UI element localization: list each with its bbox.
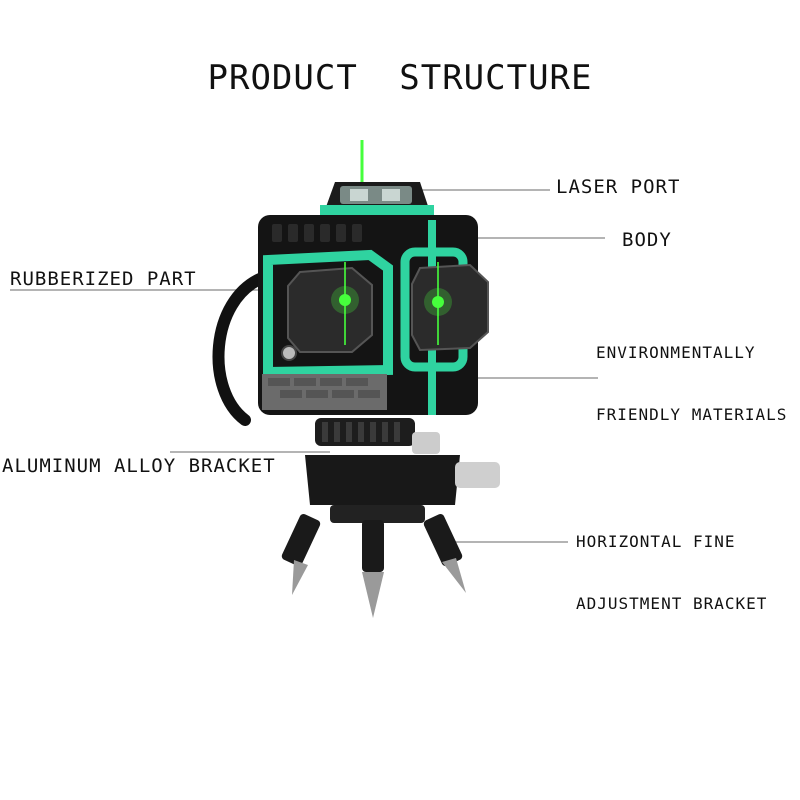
laser-head — [320, 182, 434, 218]
aluminum-bracket — [305, 418, 500, 523]
label-adjustment-bracket: ADJUSTMENT BRACKET — [576, 594, 768, 613]
label-aluminum-bracket: ALUMINUM ALLOY BRACKET — [2, 455, 276, 477]
label-laser-port: LASER PORT — [556, 176, 681, 198]
label-rubberized-part: RUBBERIZED PART — [10, 268, 197, 290]
strap — [212, 272, 268, 426]
bracket-legs — [281, 514, 466, 618]
label-body: BODY — [622, 229, 672, 251]
label-friendly-materials: FRIENDLY MATERIALS — [596, 405, 788, 424]
label-environmentally: ENVIRONMENTALLY — [596, 343, 756, 362]
page-title: PRODUCT STRUCTURE — [207, 58, 593, 98]
label-horizontal-fine: HORIZONTAL FINE — [576, 532, 736, 551]
main-body — [258, 215, 489, 415]
